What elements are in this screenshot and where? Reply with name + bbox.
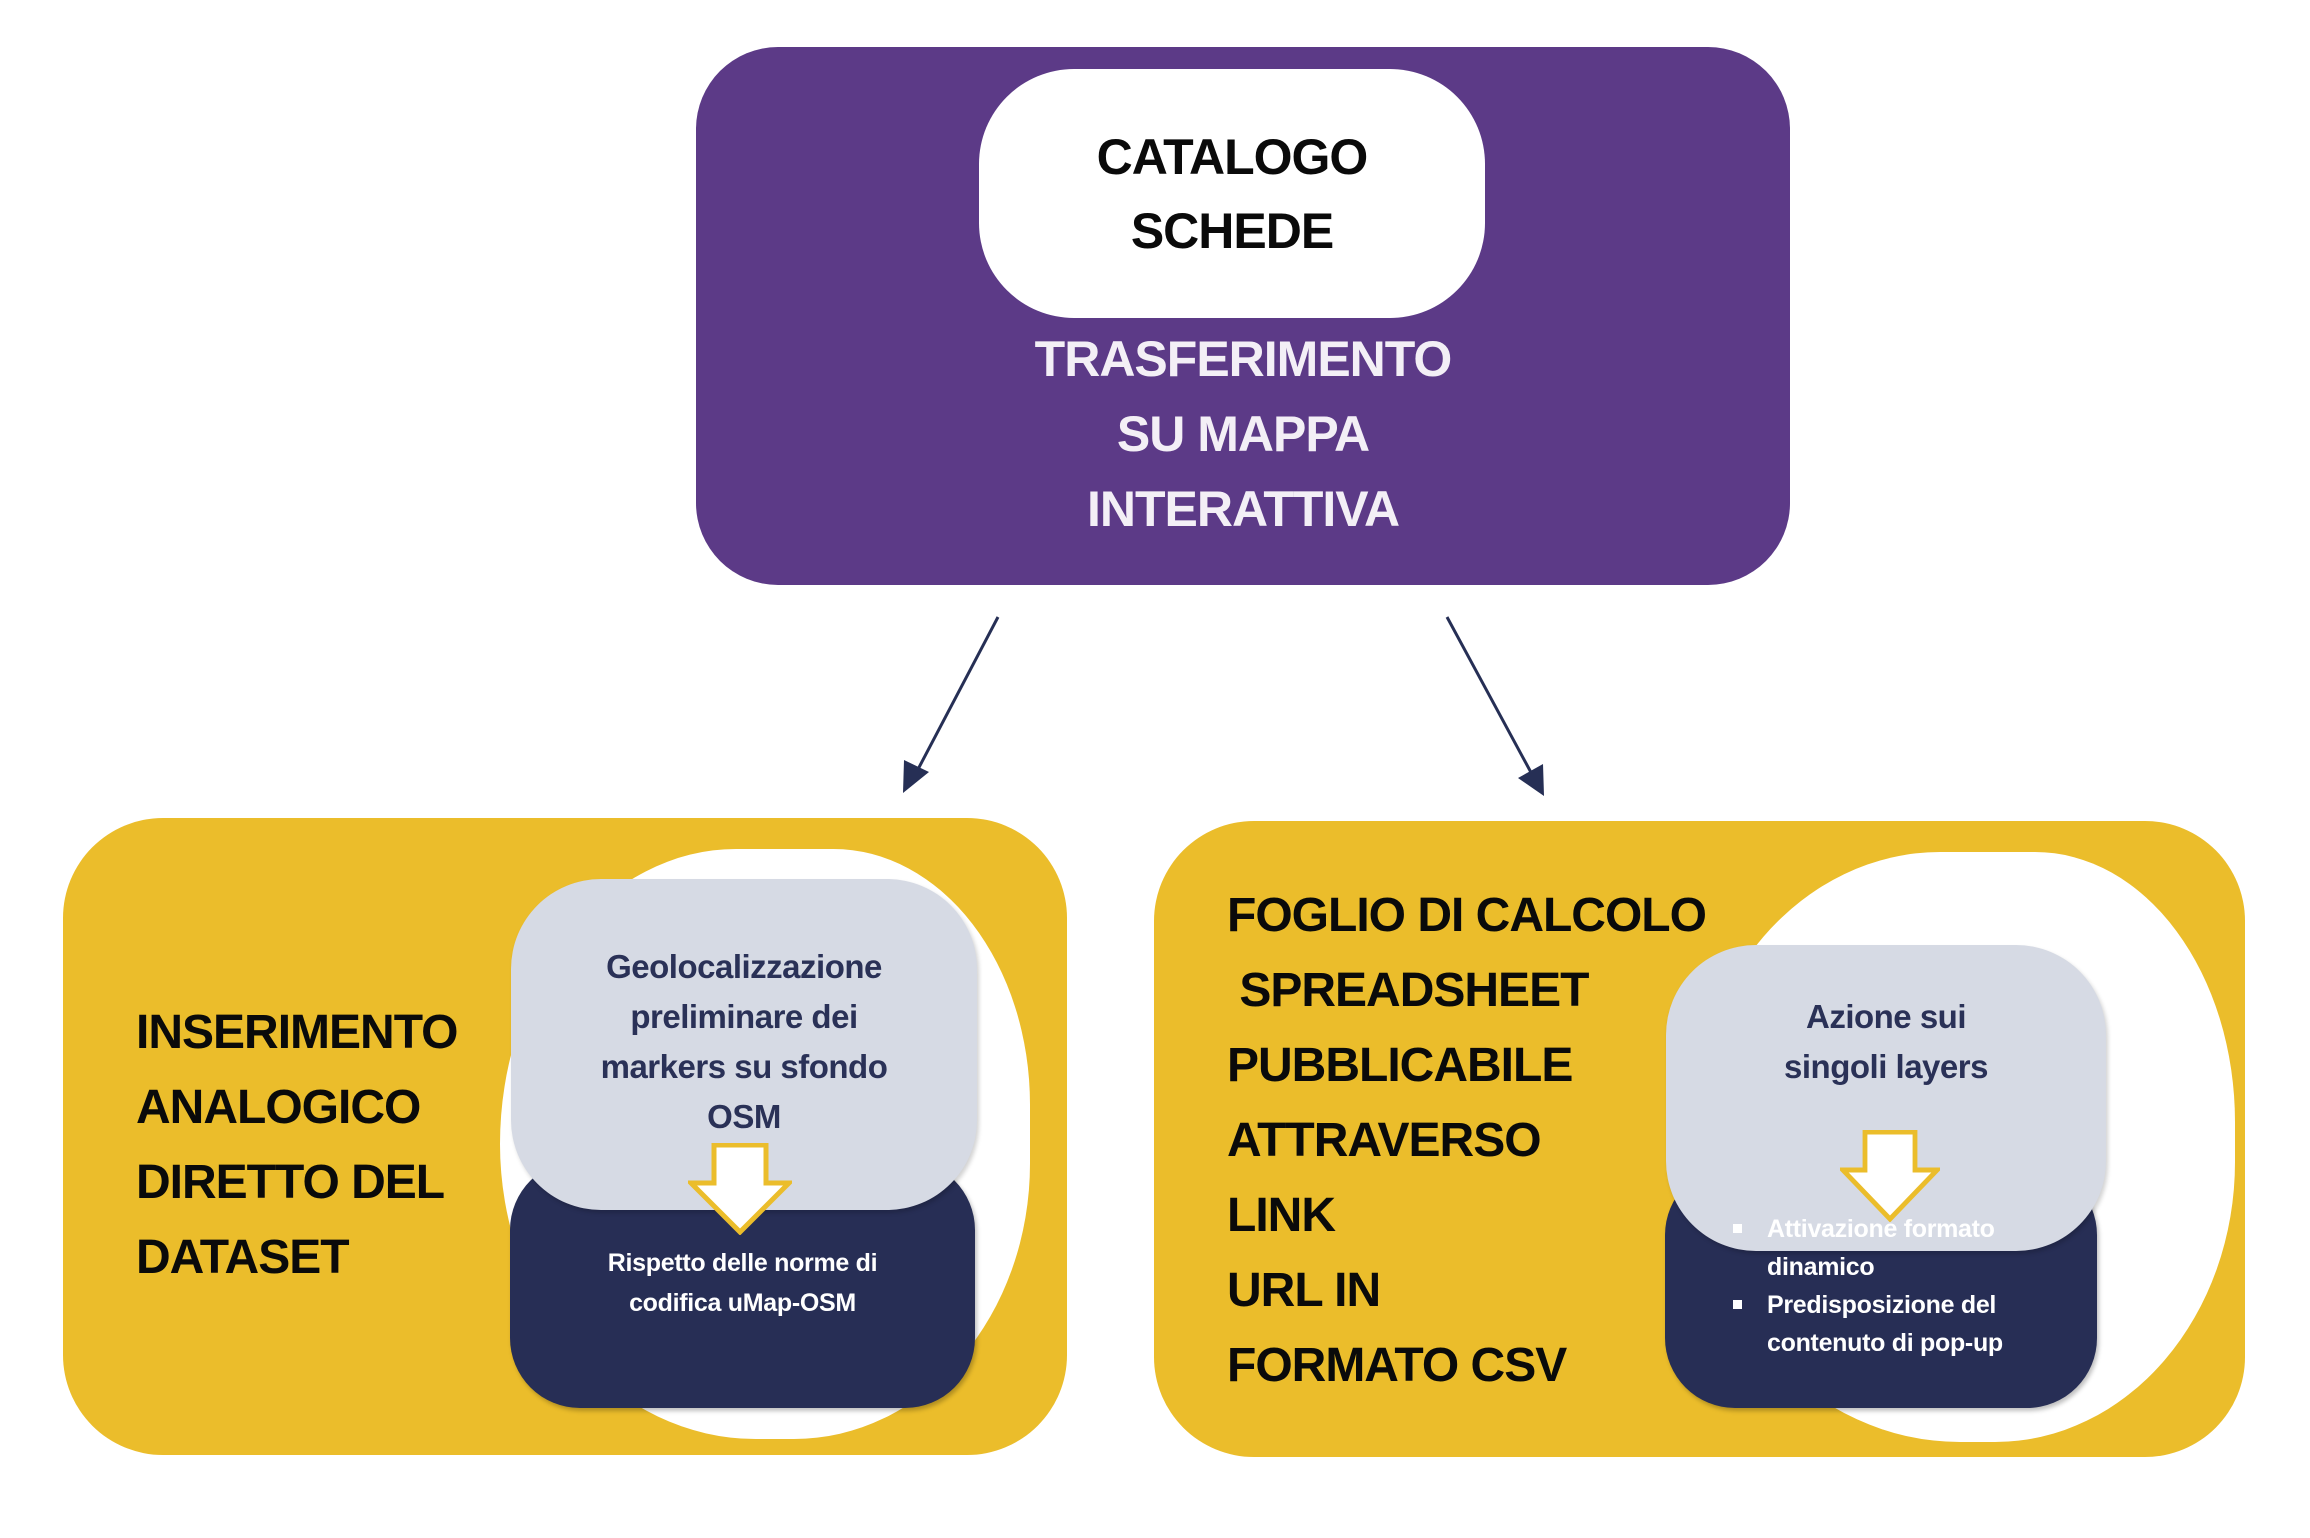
right-step-line-1: Azione sui [1805,998,1967,1035]
arrowhead-right-icon [1518,764,1544,796]
square-bullet-icon [1733,1300,1742,1309]
transfer-label-line-2: SU MAPPA [1116,406,1370,462]
left-step-line-1: Geolocalizzazione [606,948,882,985]
result-item-text: Attivazione formato dinamico [1767,1215,1995,1281]
left-panel-title: INSERIMENTO ANALOGICO DIRETTO DEL DATASE… [136,995,458,1295]
catalog-label-line-1: CATALOGO [1096,128,1369,185]
connector-arrow-right [1445,616,1544,796]
right-title-line-3: PUBBLICABILE [1227,1039,1573,1092]
left-title-line-3: DIRETTO DEL [136,1156,445,1209]
right-panel-title: FOGLIO DI CALCOLO SPREADSHEET PUBBLICABI… [1227,878,1707,1403]
left-step-line-3: markers su sfondo [600,1048,888,1085]
catalog-label-line-2: SCHEDE [1130,202,1334,259]
left-step-line-2: preliminare dei [630,998,858,1035]
right-title-line-5: LINK [1227,1189,1336,1242]
right-title-line-6: URL IN [1227,1264,1381,1317]
left-result-line-1: Rispetto delle norme di [607,1249,878,1277]
left-step-line-4: OSM [707,1098,781,1135]
left-result-text: Rispetto delle norme di codifica uMap-OS… [510,1243,975,1323]
down-arrow-icon [1840,1130,1940,1222]
left-step-box: Geolocalizzazione preliminare dei marker… [511,879,977,1210]
result-list-item: Attivazione formato dinamico [1730,1210,2090,1286]
right-step-line-2: singoli layers [1784,1048,1988,1085]
transfer-label-line-1: TRASFERIMENTO [1034,331,1453,387]
left-title-line-4: DATASET [136,1231,350,1284]
connector-arrow-left [903,616,1000,793]
down-arrow-icon [688,1143,792,1235]
left-title-line-2: ANALOGICO [136,1081,421,1134]
right-title-line-7: FORMATO CSV [1227,1339,1567,1392]
arrowhead-left-icon [903,760,929,793]
right-title-line-1: FOGLIO DI CALCOLO [1227,889,1707,942]
right-title-line-2: SPREADSHEET [1227,964,1589,1017]
left-title-line-1: INSERIMENTO [136,1006,458,1059]
result-item-text: Predisposizione del contenuto di pop-up [1767,1291,2003,1357]
result-list-item: Predisposizione del contenuto di pop-up [1730,1286,2090,1362]
left-result-line-2: codifica uMap-OSM [629,1289,856,1317]
right-title-line-4: ATTRAVERSO [1227,1114,1542,1167]
right-result-list: Attivazione formato dinamico Predisposiz… [1730,1210,2090,1362]
catalog-pill: CATALOGO SCHEDE [979,69,1485,318]
square-bullet-icon [1733,1224,1742,1233]
transfer-label-line-3: INTERATTIVA [1086,481,1400,537]
transfer-label: TRASFERIMENTO SU MAPPA INTERATTIVA [696,322,1790,547]
